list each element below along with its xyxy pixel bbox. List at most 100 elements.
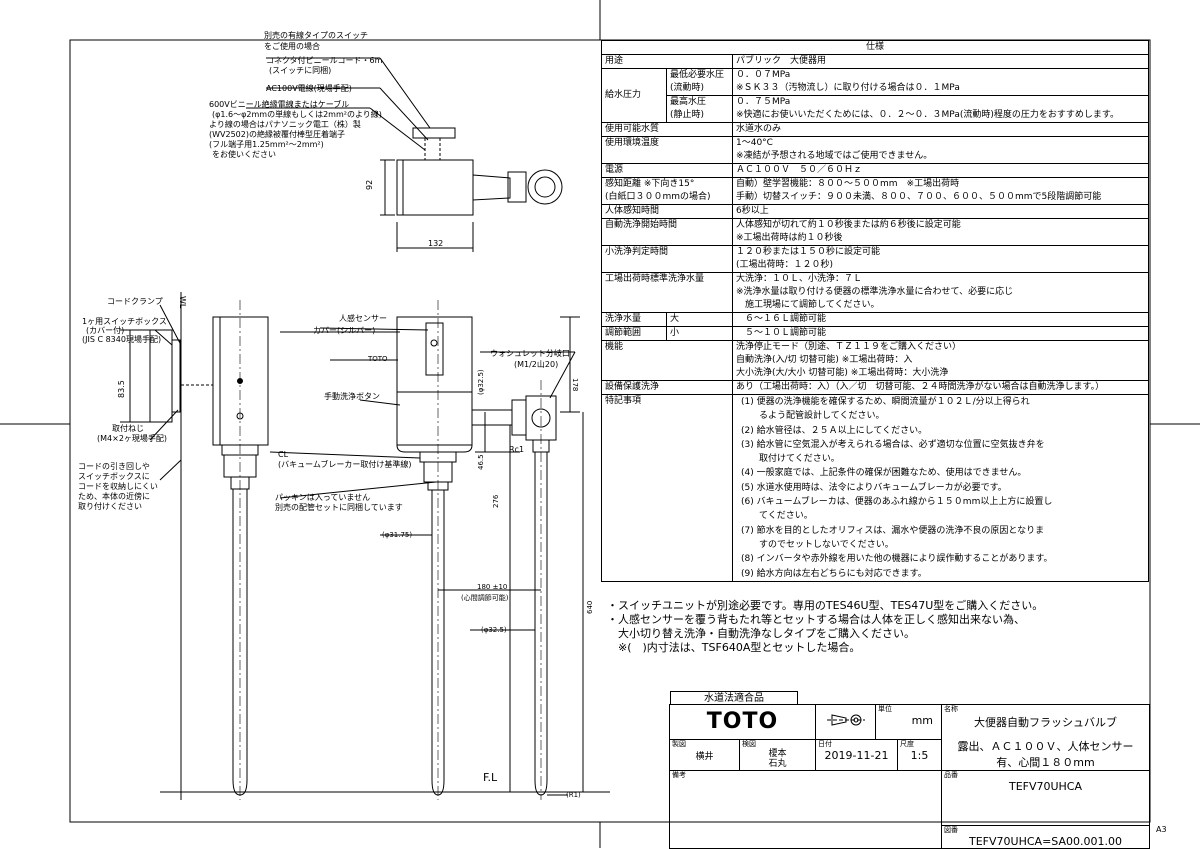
water-quality-label: 使用可能水質	[601, 122, 733, 137]
protect-label: 設備保護洗浄	[601, 380, 733, 395]
function-value-3: 大小洗浄(大/大小 切替可能) ※工場出荷時：大小洗浄	[736, 368, 949, 378]
small-label: 小	[666, 326, 733, 341]
large-label: 大	[666, 312, 733, 327]
cable-note-6: をお使いください	[212, 150, 276, 159]
front-view	[160, 300, 610, 800]
std-volume-note-2: 施工現場にて調節してください。	[736, 300, 880, 310]
connector-note-2: (スイッチに同梱)	[269, 66, 332, 75]
dim-83-5: 83.5	[117, 380, 126, 398]
min-pressure-note: ※ＳＫ３３（汚物流し）に取り付ける場合は０．１MPa	[736, 83, 960, 93]
min-pressure-label: 最低必要水圧	[670, 70, 725, 80]
spec-table: 仕様 用途パブリック 大便器用 給水圧力 最低必要水圧(流動時) ０．０７MPa…	[601, 40, 1149, 582]
protect-value: あり（工場出荷時：入）（入／切 切替可能、２４時間洗浄がない場合は自動洗浄します…	[732, 380, 1149, 395]
note-4: (4) 一般家庭では、上記条件の確保が困難なため、使用はできません。	[741, 468, 1027, 479]
check-value-1: 榎本	[768, 748, 787, 759]
switch-box-label-3: (JIS C 8340現場手配)	[82, 335, 162, 344]
cord-note-5: 取り付けください	[78, 502, 142, 511]
detect-time-label: 人体感知時間	[601, 204, 733, 219]
cord-clamp-label: コードクランプ	[107, 297, 163, 306]
note-3a: (3) 給水管に空気混入が考えられる場合は、必ず適切な位置に空気抜き弁を	[741, 439, 1045, 450]
adjust-label: 調節範囲	[601, 326, 667, 341]
note-1b: るよう配管設計してください。	[741, 411, 885, 422]
note-7b: すのでセットしないでください。	[741, 539, 894, 550]
rc1-label: Rc1	[509, 445, 525, 454]
use-label: 用途	[601, 54, 733, 69]
use-value: パブリック 大便器用	[732, 54, 1149, 69]
water-law-badge: 水道法適合品	[670, 691, 798, 705]
note-2: (2) 給水管径は、２５Ａ以上にしてください。	[741, 425, 928, 436]
min-pressure-sub: (流動時)	[670, 83, 705, 93]
manual-button-label: 手動洗浄ボタン	[324, 392, 380, 401]
water-quality-value: 水道水のみ	[732, 122, 1149, 137]
cover-label: カバー(シルバー)	[313, 326, 376, 335]
name-value-1: 大便器自動フラッシュバルブ	[974, 716, 1117, 729]
name-value-3: 有、心間１８０mm	[996, 756, 1095, 769]
dim-180: 180 ±10	[477, 583, 508, 591]
switch-box-label-1: 1ヶ用スイッチボックス	[82, 317, 167, 326]
washlet-port-label: ウォシュレット分岐口	[490, 349, 570, 358]
cable-note-1: 600Vビニール絶縁電線またはケーブル	[209, 100, 350, 109]
name-value-2: 露出、ＡＣ１００Ｖ、人体センサー	[957, 740, 1134, 753]
cable-note-5: (フル端子用1.25mm²～2mm²)	[209, 140, 324, 149]
top-view-terminal	[412, 127, 456, 139]
cable-note-2: (φ1.6～φ2mmの単線もしくは2mm²のより線)	[212, 110, 382, 119]
note-7a: (7) 節水を目的としたオリフィスは、漏水や便器の洗浄不良の原因となりま	[741, 525, 1045, 536]
power-value: ＡＣ１００Ｖ ５０／６０Ｈｚ	[732, 163, 1149, 178]
max-pressure-label: 最高水圧	[670, 97, 707, 107]
dim-46-5: 46.5	[477, 454, 485, 470]
optional-switch-note-2: をご使用の場合	[264, 42, 320, 51]
pressure-label: 給水圧力	[601, 68, 667, 123]
date-value: 2019-11-21	[824, 748, 889, 762]
cord-note-2: スイッチボックスに	[78, 472, 150, 481]
sensor-window	[425, 322, 444, 376]
scale-label: 尺度	[900, 739, 914, 748]
sheet-size: A3	[1156, 825, 1167, 834]
detect-label: 感知距離 ※下向き15°	[605, 179, 695, 189]
dim-640: 640	[586, 600, 594, 614]
top-view-union	[527, 169, 563, 205]
large-value: ６～１６Ｌ調節可能	[732, 312, 1149, 327]
function-value-2: 自動洗浄(入/切 切替可能) ※工場出荷時：入	[736, 355, 913, 365]
dim-276: 276	[492, 494, 500, 508]
spec-title: 仕様	[601, 40, 1149, 55]
r1-label: (R1)	[566, 791, 581, 799]
wl-label: WL	[178, 296, 187, 309]
auto-start-note: ※工場出荷時は約１０秒後	[736, 233, 843, 243]
mount-screw-label-1: 取付ねじ	[112, 424, 144, 433]
flush-volume-label: 洗浄水量	[601, 312, 667, 327]
temp-note: ※凍結が予想される地域ではご使用できません。	[736, 151, 933, 161]
remarks-label: 備考	[672, 771, 686, 779]
front-view-body	[396, 316, 473, 446]
cord-note-4: ため、本体の近傍に	[78, 492, 150, 501]
note-3b: 取付けてください。	[741, 454, 840, 465]
std-volume-label: 工場出荷時標準洗浄水量	[601, 272, 733, 313]
packing-note-1: パッキンは入っていません	[275, 493, 371, 502]
packing-note-2: 別売の配管セットに同梱しています	[275, 503, 403, 512]
temp-value: 1～40°C	[736, 138, 773, 148]
unit-label: 単位	[878, 705, 892, 713]
detect-auto: 自動）壁学習機能：８００～５００mm ※工場出荷時	[736, 179, 960, 189]
cable-note-4: (WV2502)の絶縁被覆付棒型圧着端子	[209, 130, 345, 139]
drawing-no-label: 図番	[944, 826, 958, 834]
max-pressure-note: ※快適にお使いいただくためには、０．２～０．３MPa(流動時)程度の圧力をおすす…	[736, 110, 1119, 120]
notes-label: 特記事項	[601, 394, 733, 582]
note-8: (8) インバータや赤外線を用いた他の機器により誤作動することがあります。	[741, 554, 1053, 565]
power-label: 電源	[601, 163, 733, 178]
check-value-2: 石丸	[768, 758, 787, 769]
bottom-note-4: ※( )内寸法は、TSF640A型とセットした場合。	[607, 641, 861, 654]
bottom-note-1: ・スイッチユニットが別途必要です。専用のTES46U型、TES47U型をご購入く…	[607, 599, 1044, 612]
date-label: 日付	[818, 739, 832, 748]
note-6b: てください。	[741, 511, 813, 522]
auto-start-label: 自動洗浄開始時間	[601, 218, 733, 246]
max-pressure-value: ０．７５MPa	[736, 97, 791, 107]
note-6a: (6) バキュームブレーカは、便器のあふれ線から１５０mm以上上方に設置し	[741, 497, 1053, 508]
toto-label: TOTO	[368, 355, 388, 363]
top-view	[246, 57, 563, 252]
temp-label: 使用環境温度	[601, 136, 733, 164]
product-value: TEFV70UHCA	[1008, 780, 1083, 793]
unit-value: mm	[911, 714, 933, 727]
note-5: (5) 水道水使用時は、法令によりバキュームブレーカが必要です。	[741, 482, 1007, 493]
bottom-note-2: ・人感センサーを覆う背もたれ等とセットする場合は人体を正しく感知出来ない為、	[607, 613, 1025, 626]
std-volume-value: 大洗浄：１０Ｌ、小洗浄：７Ｌ	[736, 274, 863, 284]
dim-180-note: (心間調節可能)	[461, 594, 509, 602]
